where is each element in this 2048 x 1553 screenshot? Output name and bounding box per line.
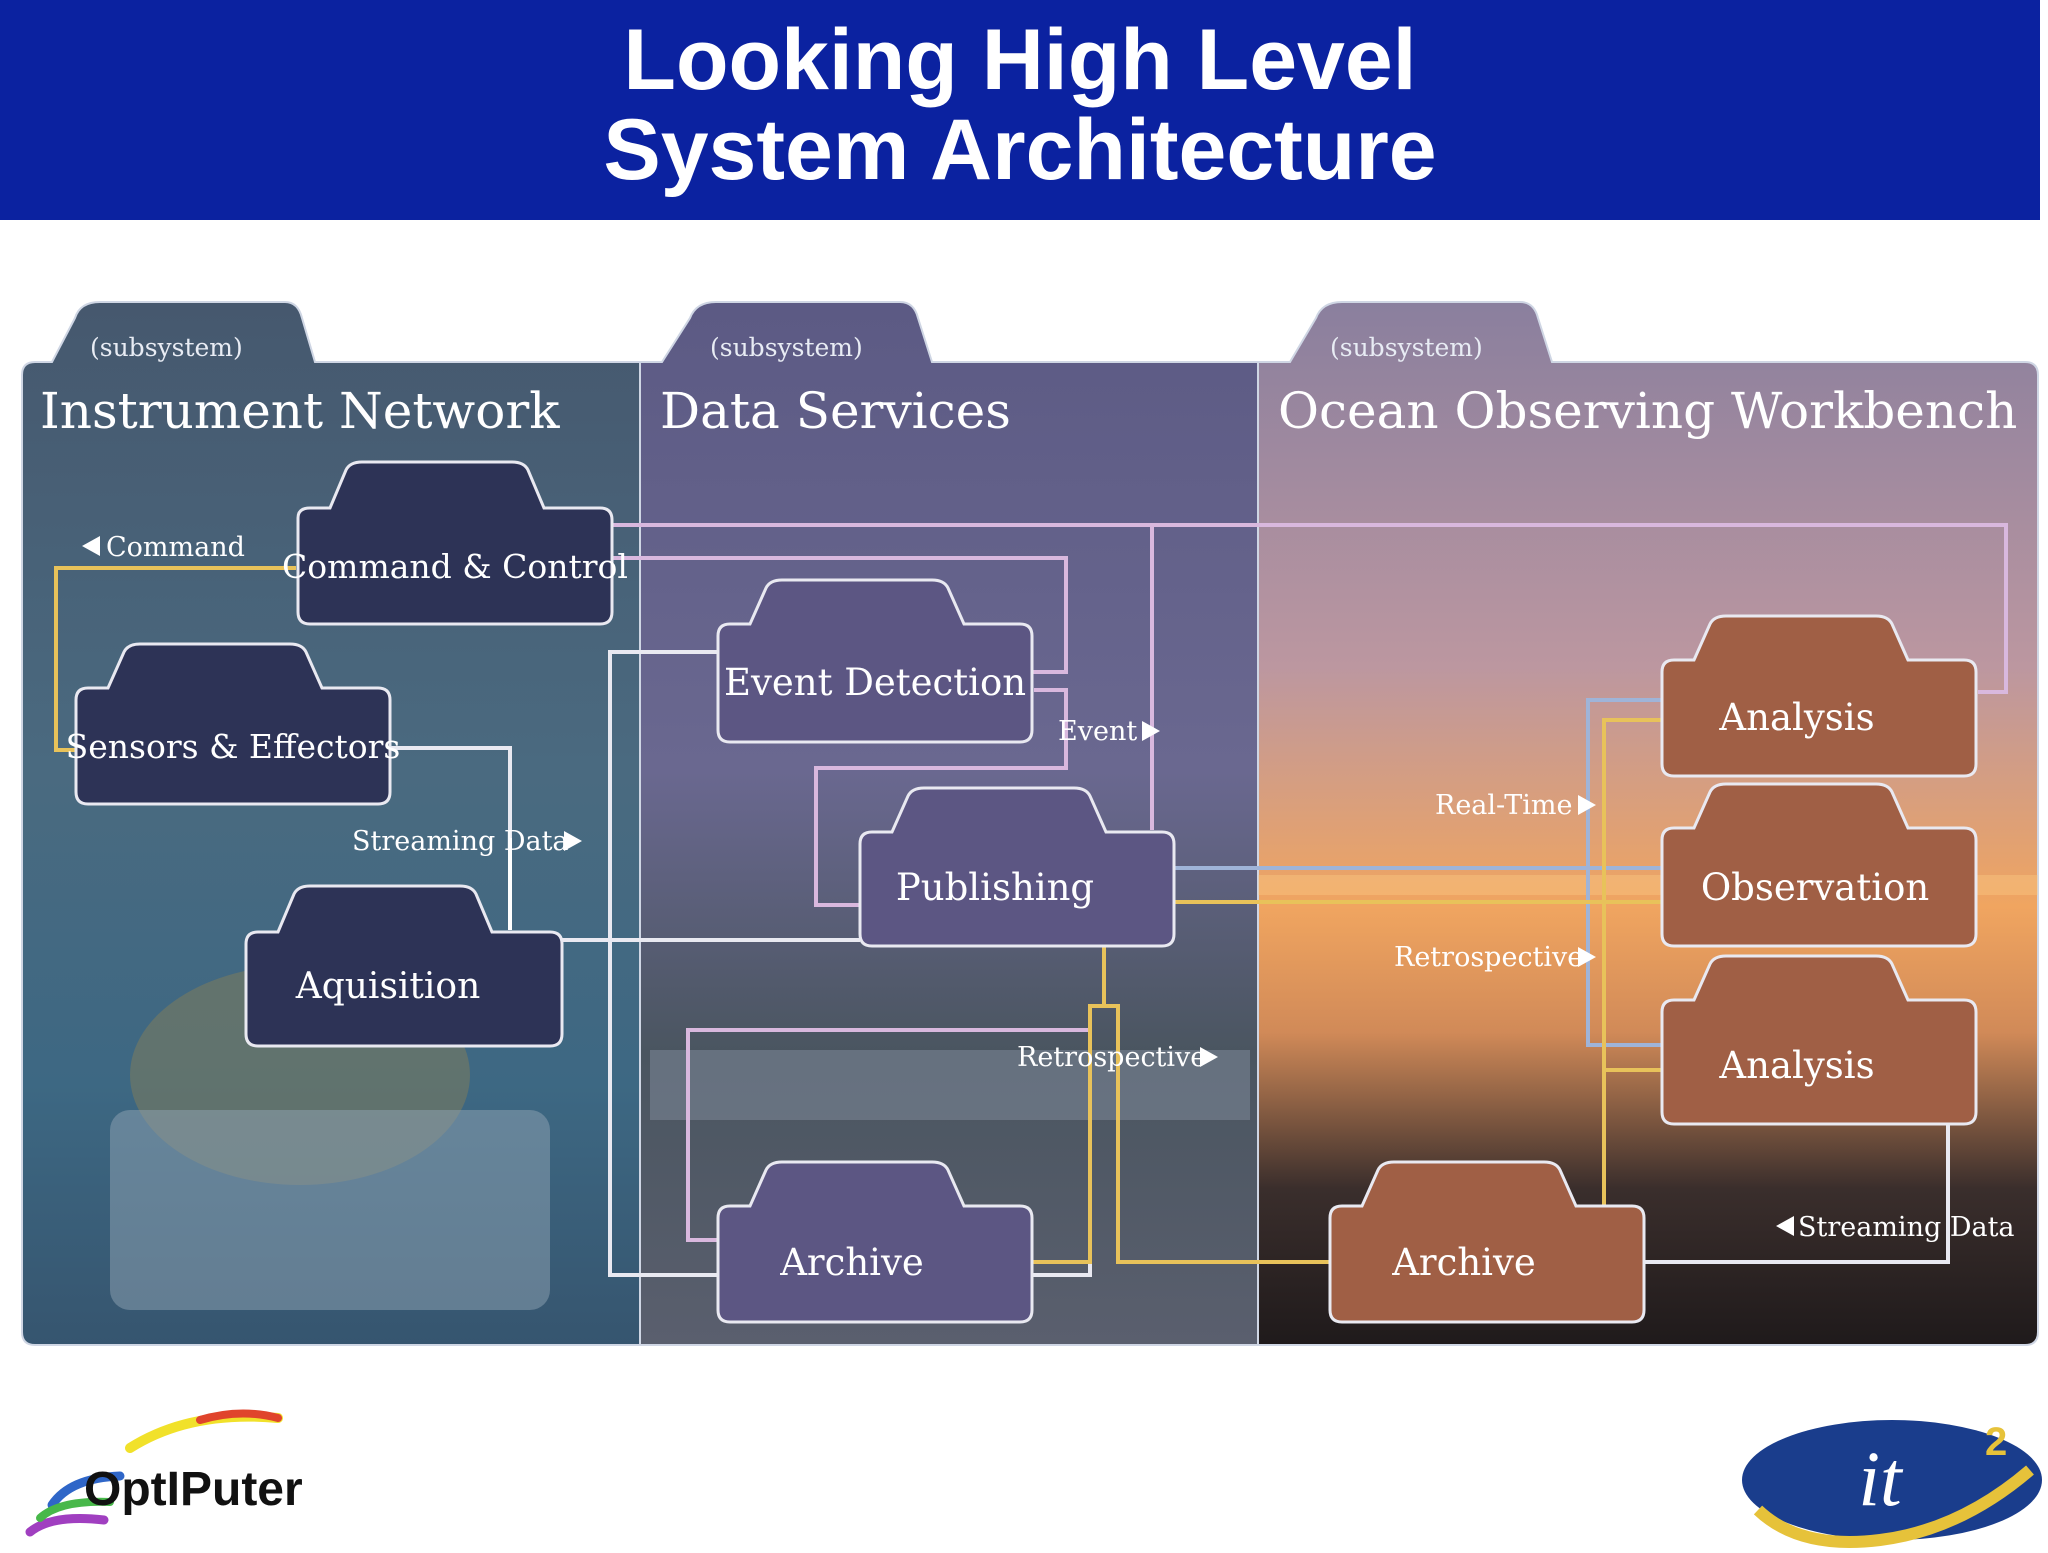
component-label-analysis-top: Analysis xyxy=(1718,696,1874,739)
arrow-right-icon xyxy=(1142,721,1160,741)
subsystem-name-instrument-network: Instrument Network xyxy=(40,382,560,440)
arrow-right-icon xyxy=(1578,947,1596,967)
arrow-left-icon xyxy=(82,536,100,556)
connector-analysis-yellow-bus xyxy=(1602,718,1662,1072)
subsystem-tag-instrument-network: (subsystem) xyxy=(90,333,243,362)
subsystem-name-data-services: Data Services xyxy=(660,382,1011,440)
connector-event-to-archive xyxy=(608,650,718,1277)
component-label-event-detection: Event Detection xyxy=(724,661,1026,704)
subsystem-tag-ocean-observing-workbench: (subsystem) xyxy=(1330,333,1483,362)
connector-label-streaming-data-oow: Streaming Data xyxy=(1798,1212,2015,1243)
component-archive-data-services[interactable]: Archive xyxy=(716,1160,1034,1324)
component-label-command-control: Command & Control xyxy=(282,547,628,586)
arrow-right-icon xyxy=(1200,1047,1218,1067)
connector-command-sensors xyxy=(54,566,296,752)
connector-label-retrospective-ds: Retrospective xyxy=(1017,1042,1206,1073)
connector-archive-to-event xyxy=(686,1028,1090,1242)
connector-archive-ds-yellow xyxy=(1032,1004,1104,1264)
connector-label-real-time: Real-Time xyxy=(1435,790,1572,821)
arrow-left-icon xyxy=(1776,1216,1794,1236)
connector-label-streaming-data-in: Streaming Data xyxy=(352,826,569,857)
connector-lines xyxy=(54,523,2008,1277)
connector-analysis-blue-bus xyxy=(1586,698,1662,1047)
connector-label-command: Command xyxy=(106,532,245,563)
title-bar: Looking High Level System Architecture xyxy=(0,0,2040,220)
subsystem-tag-data-services: (subsystem) xyxy=(710,333,863,362)
slide-title-line-1: Looking High Level xyxy=(623,12,1417,108)
subsystem-panel-instrument-network xyxy=(21,301,641,1346)
optiputer-logo-text: OptIPuter xyxy=(84,1463,303,1516)
component-analysis-bottom[interactable]: Analysis xyxy=(1660,954,1978,1126)
component-label-archive-data-services: Archive xyxy=(779,1241,924,1284)
component-observation[interactable]: Observation xyxy=(1660,782,1978,948)
component-analysis-top[interactable]: Analysis xyxy=(1660,614,1978,778)
subsystem-name-ocean-observing-workbench: Ocean Observing Workbench xyxy=(1278,382,2017,440)
optiputer-logo: OptIPuter xyxy=(25,1409,303,1537)
connector-publishing-to-archive xyxy=(1102,945,1330,1264)
connector-label-event: Event xyxy=(1058,716,1137,747)
component-publishing[interactable]: Publishing xyxy=(858,786,1176,948)
component-archive-oow[interactable]: Archive xyxy=(1328,1160,1646,1324)
component-sensors-effectors[interactable]: Sensors & Effectors xyxy=(66,642,401,806)
slide-title-line-2: System Architecture xyxy=(603,102,1437,198)
component-event-detection[interactable]: Event Detection xyxy=(716,578,1034,744)
it2-logo: it 2 xyxy=(1742,1420,2042,1548)
arrow-right-icon xyxy=(1578,795,1596,815)
component-command-control[interactable]: Command & Control xyxy=(282,460,628,626)
component-label-sensors-effectors: Sensors & Effectors xyxy=(66,727,401,766)
connector-command-to-analysis xyxy=(612,523,2008,694)
component-label-publishing: Publishing xyxy=(896,866,1094,909)
it2-logo-text: it xyxy=(1858,1435,1904,1522)
component-label-archive-oow: Archive xyxy=(1391,1241,1536,1284)
connector-streaming-data-oow xyxy=(1645,1125,1950,1264)
component-label-observation: Observation xyxy=(1701,866,1929,909)
connector-event-to-publishing xyxy=(814,688,1068,907)
component-label-acquisition: Aquisition xyxy=(295,966,481,1007)
arrow-right-icon xyxy=(564,831,582,851)
it2-logo-superscript: 2 xyxy=(1985,1420,2007,1464)
connector-command-to-event xyxy=(612,556,1068,674)
connector-label-retrospective-oow: Retrospective xyxy=(1394,942,1583,973)
component-acquisition[interactable]: Aquisition xyxy=(244,884,564,1048)
component-label-analysis-bottom: Analysis xyxy=(1718,1044,1874,1087)
